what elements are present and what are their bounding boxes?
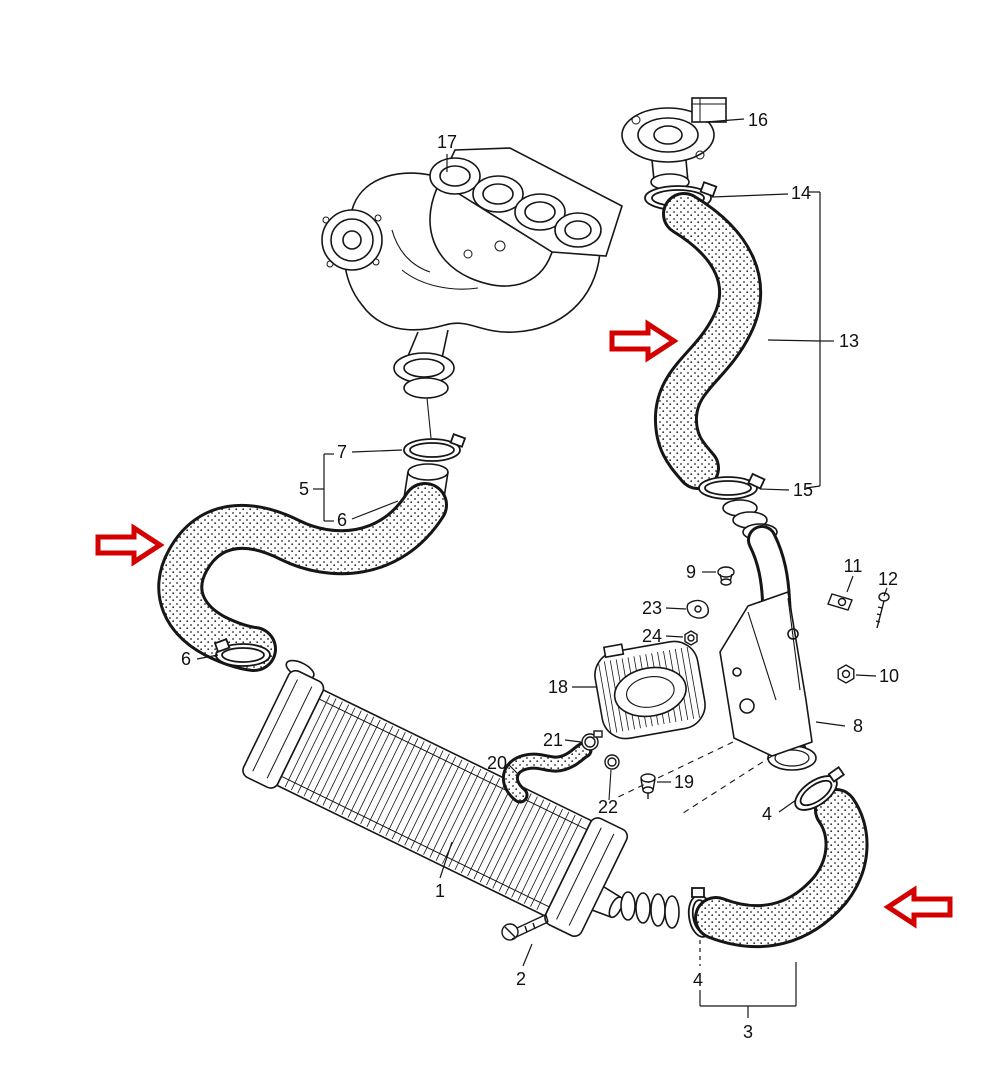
red-arrow-middle-icon [609, 319, 679, 363]
hose-clamp-6 [213, 638, 271, 667]
part-label-24: 24 [642, 626, 662, 646]
part-label-19: 19 [674, 772, 694, 792]
nut-24 [684, 630, 698, 646]
mounting-bracket [615, 591, 813, 816]
exhaust-manifold-turbo [321, 147, 623, 439]
red-arrow-right-icon [883, 885, 953, 929]
part-label-13: 13 [839, 331, 859, 351]
part-label-2: 2 [516, 969, 526, 989]
part-label-7: 7 [337, 442, 347, 462]
charge-air-hose-13 [654, 192, 763, 490]
intercooler [242, 659, 629, 937]
charge-air-hose-3 [694, 788, 869, 949]
screw-12 [875, 592, 890, 629]
part-label-4-bottom: 4 [693, 970, 703, 990]
hose-clamp-4-right [794, 766, 846, 811]
part-label-15: 15 [793, 480, 813, 500]
part-label-18: 18 [548, 677, 568, 697]
throttle-flange [621, 97, 727, 191]
hose-clamp-15 [698, 472, 766, 500]
part-label-1: 1 [435, 881, 445, 901]
small-hose-20 [502, 741, 593, 804]
part-label-10: 10 [879, 666, 899, 686]
part-label-6: 6 [337, 510, 347, 530]
part-label-12: 12 [878, 569, 898, 589]
small-clamp-22 [604, 754, 620, 801]
red-arrow-left-icon [95, 523, 165, 567]
nut-10 [837, 664, 855, 684]
intercooler-outlet-ribs [620, 891, 680, 929]
part-label-8: 8 [853, 716, 863, 736]
part-label-20: 20 [487, 753, 507, 773]
charge-air-hose-6 [157, 482, 448, 672]
part-label-5: 5 [299, 479, 309, 499]
part-label-6b: 6 [181, 649, 191, 669]
bolt-9 [717, 566, 735, 586]
hose-clamp-7 [403, 433, 467, 462]
bolt-2 [501, 914, 549, 941]
part-label-17: 17 [437, 132, 457, 152]
bracket-strap-11 [827, 593, 853, 611]
plug-19 [640, 773, 656, 799]
part-label-9: 9 [686, 562, 696, 582]
part-label-14: 14 [791, 183, 811, 203]
part-label-4-right: 4 [762, 804, 772, 824]
small-clamp-21 [581, 730, 603, 751]
leader-lines [196, 118, 888, 1018]
part-label-3: 3 [743, 1022, 753, 1042]
part-label-11: 11 [844, 556, 863, 576]
part-label-23: 23 [642, 598, 662, 618]
retaining-clip-23 [686, 599, 709, 619]
part-label-16: 16 [748, 110, 768, 130]
part-label-22: 22 [598, 797, 618, 817]
part-label-21: 21 [543, 730, 563, 750]
air-duct-18 [594, 640, 706, 740]
